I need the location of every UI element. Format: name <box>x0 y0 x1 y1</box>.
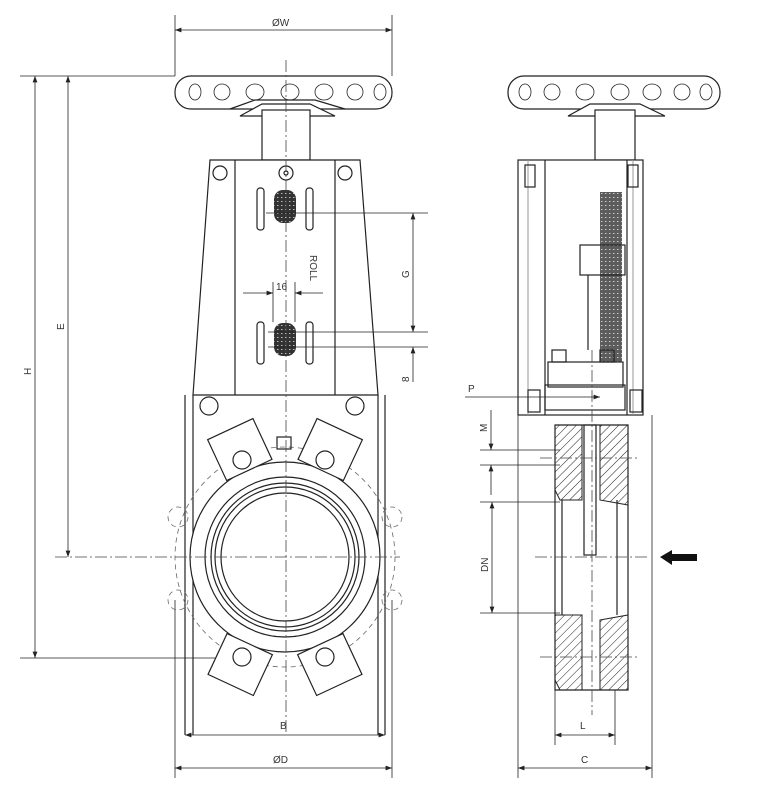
body-side <box>535 350 650 715</box>
dim-e: E <box>56 323 67 330</box>
dim-dn: DN <box>480 558 491 572</box>
side-dimensions: P M DN L C <box>465 384 653 778</box>
dim-g: G <box>401 270 412 278</box>
front-dimensions: ØW H E G 8 16 B ØD <box>20 15 428 778</box>
side-view: P M DN L C <box>465 75 721 778</box>
dim-w: ØW <box>272 18 290 29</box>
dim-d: ØD <box>273 755 288 766</box>
stamp-text: ROLL <box>307 255 318 282</box>
dim-p: P <box>468 384 475 395</box>
front-view: ROLL ØW <box>20 15 428 778</box>
dim-16: 16 <box>276 282 288 293</box>
dim-m: M <box>479 424 490 432</box>
dim-h: H <box>23 368 34 375</box>
yoke: ROLL <box>192 159 379 416</box>
flow-arrow-icon <box>660 550 697 565</box>
yoke-side <box>517 159 644 416</box>
dim-8: 8 <box>401 376 412 382</box>
dim-l: L <box>580 721 586 732</box>
dim-b: B <box>280 721 287 732</box>
dim-c: C <box>581 755 588 766</box>
body <box>167 395 403 735</box>
